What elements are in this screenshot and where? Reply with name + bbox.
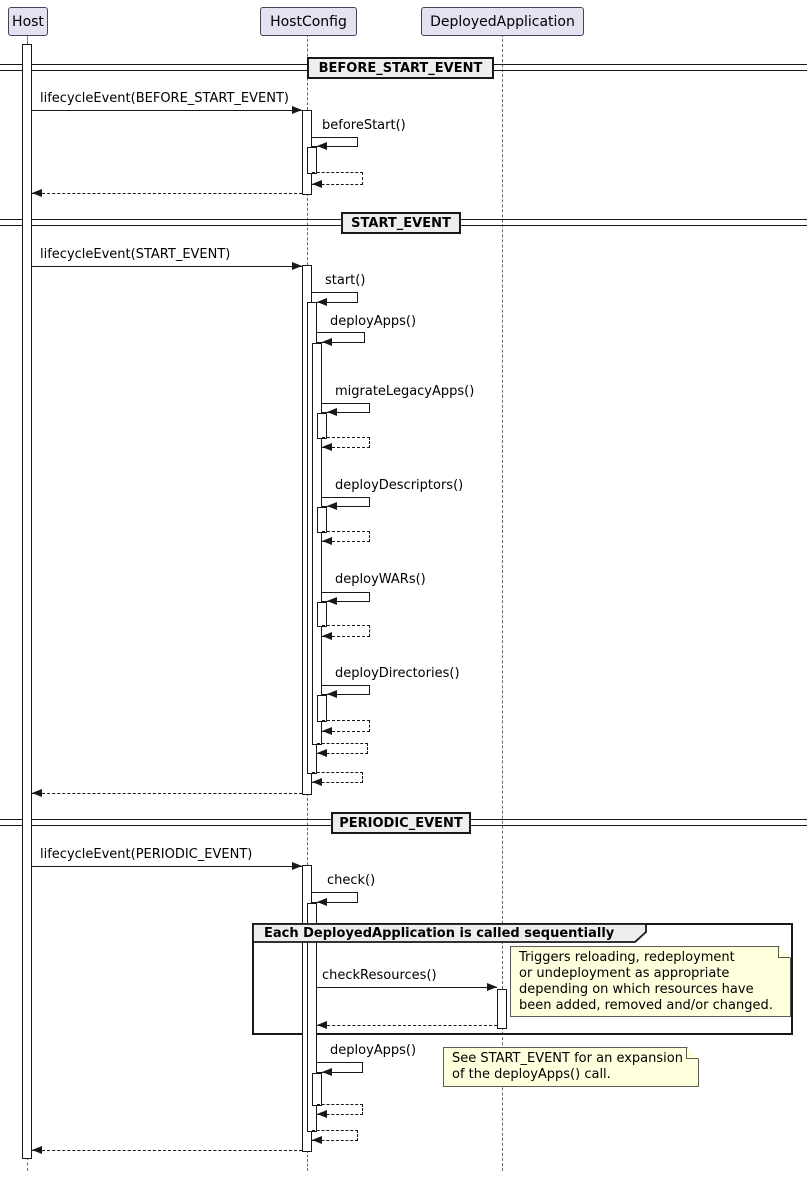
arrowhead-icon [317, 142, 327, 150]
message-label: deployDirectories() [335, 666, 460, 681]
message-label: lifecycleEvent(PERIODIC_EVENT) [40, 847, 253, 862]
hostconfig-activation [317, 413, 327, 439]
arrowhead-icon [322, 537, 332, 545]
hostconfig-activation [317, 602, 327, 627]
message-line [32, 266, 302, 267]
self-return [322, 531, 370, 542]
self-message [317, 332, 365, 343]
arrowhead-icon [327, 408, 337, 416]
divider-start-event: START_EVENT [341, 212, 461, 234]
hostconfig-activation [317, 507, 327, 533]
arrowhead-icon [322, 338, 332, 346]
host-lifeline [27, 34, 28, 44]
group-label: Each DeployedApplication is called seque… [264, 926, 615, 941]
hostconfig-lifeline [307, 793, 308, 865]
arrowhead-icon [322, 443, 332, 451]
hostconfig-activation [317, 695, 327, 722]
note-fold-icon [686, 1047, 698, 1059]
arrowhead-icon [292, 262, 302, 270]
arrowhead-icon [317, 298, 327, 306]
arrowhead-icon [312, 180, 322, 188]
self-message [317, 1062, 363, 1073]
self-message [312, 137, 358, 147]
self-message [322, 685, 370, 695]
arrowhead-icon [312, 1136, 322, 1144]
self-message [322, 497, 370, 507]
host-lifeline [27, 1157, 28, 1171]
arrowhead-icon [317, 1110, 327, 1118]
arrowhead-icon [312, 778, 322, 786]
arrowhead-icon [32, 789, 42, 797]
note-check-resources: Triggers reloading, redeployment or unde… [510, 946, 791, 1017]
deployedapplication-activation [497, 989, 507, 1029]
arrowhead-icon [327, 597, 337, 605]
arrowhead-icon [487, 983, 497, 991]
arrowhead-icon [317, 749, 327, 757]
self-message [322, 592, 370, 602]
message-label: deployWARs() [335, 572, 426, 587]
note-fold-icon [778, 946, 790, 958]
self-return [322, 625, 370, 637]
message-label: lifecycleEvent(START_EVENT) [40, 247, 231, 262]
deployedapplication-lifeline [502, 34, 503, 989]
arrowhead-icon [322, 1068, 332, 1076]
hostconfig-lifeline [307, 1150, 308, 1171]
message-label: checkResources() [322, 968, 437, 983]
self-message [312, 892, 358, 903]
self-return [312, 172, 363, 185]
arrowhead-icon [322, 727, 332, 735]
deployedapplication-lifeline [502, 1027, 503, 1171]
arrowhead-icon [292, 862, 302, 870]
arrowhead-icon [292, 106, 302, 114]
message-label: lifecycleEvent(BEFORE_START_EVENT) [40, 91, 289, 106]
participant-deployedapplication: DeployedApplication [421, 7, 584, 36]
hostconfig-activation [312, 343, 322, 745]
message-label: deployApps() [330, 314, 417, 329]
self-return [317, 1104, 363, 1115]
return-line [32, 793, 302, 794]
return-line [32, 193, 302, 194]
arrowhead-icon [317, 898, 327, 906]
self-return [322, 720, 370, 732]
self-return [312, 772, 363, 783]
hostconfig-lifeline [307, 193, 308, 265]
divider-periodic-event: PERIODIC_EVENT [331, 812, 471, 834]
self-message [322, 403, 370, 413]
hostconfig-activation [307, 147, 317, 174]
message-line [32, 866, 302, 867]
divider-before-start-event: BEFORE_START_EVENT [307, 57, 494, 79]
arrowhead-icon [327, 502, 337, 510]
message-label: deployDescriptors() [335, 478, 464, 493]
self-return [312, 1130, 358, 1141]
arrowhead-icon [317, 1021, 327, 1029]
message-label: check() [327, 873, 376, 888]
arrowhead-icon [327, 690, 337, 698]
host-activation [22, 44, 32, 1159]
message-label: deployApps() [330, 1043, 417, 1058]
arrowhead-icon [32, 189, 42, 197]
return-line [317, 1025, 497, 1026]
self-return [317, 743, 368, 754]
return-line [32, 1150, 302, 1151]
group-header-shape [252, 923, 647, 943]
participant-hostconfig: HostConfig [260, 7, 357, 36]
hostconfig-activation [312, 1073, 322, 1106]
self-message [312, 292, 358, 303]
hostconfig-activation [307, 903, 317, 1132]
message-label: migrateLegacyApps() [335, 384, 475, 399]
message-label: start() [325, 273, 366, 288]
message-line [317, 987, 497, 988]
arrowhead-icon [32, 1146, 42, 1154]
message-line [32, 110, 302, 111]
participant-host: Host [8, 7, 48, 36]
self-return [322, 437, 370, 448]
arrowhead-icon [322, 632, 332, 640]
message-label: beforeStart() [322, 118, 406, 133]
note-deploy-apps: See START_EVENT for an expansion of the … [443, 1047, 699, 1087]
